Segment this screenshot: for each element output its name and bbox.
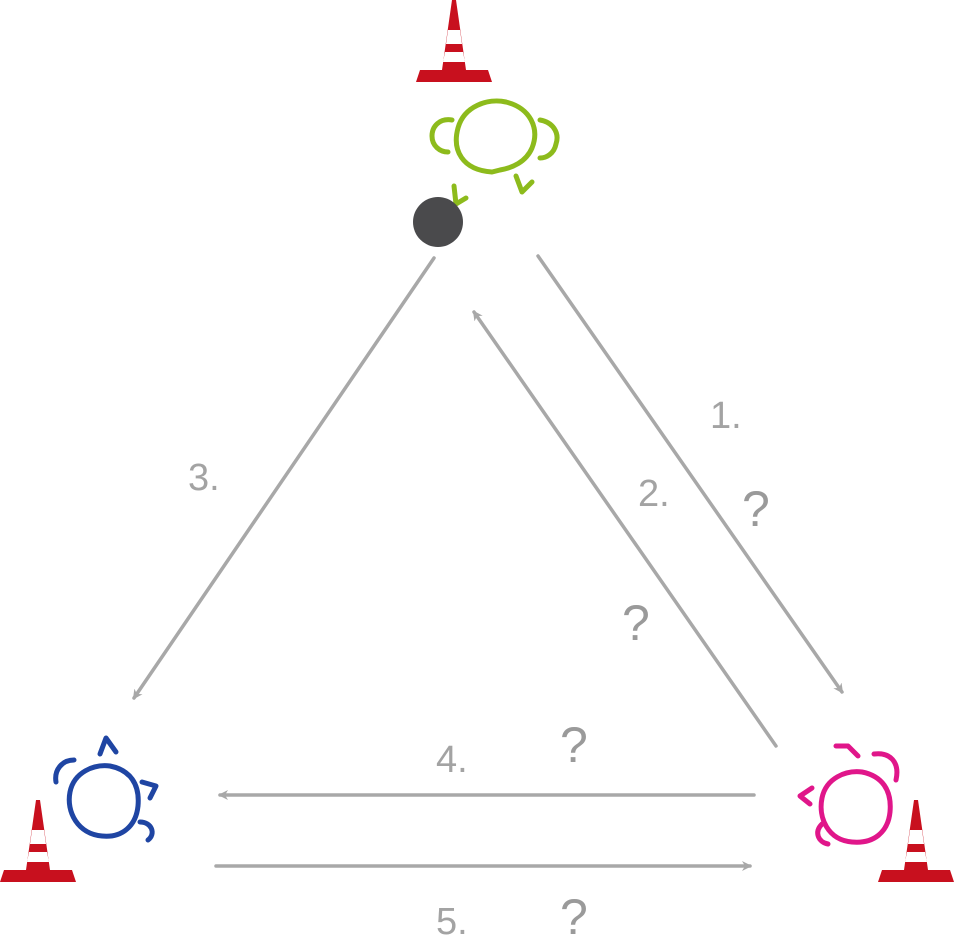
question-label-1: ? [742, 481, 770, 537]
player-top-icon [429, 98, 560, 207]
question-label-5: ? [560, 889, 588, 945]
player-right-icon [797, 743, 900, 847]
question-label-4: ? [560, 717, 588, 773]
pass-arrow-2 [472, 310, 778, 748]
step-label-3: 3. [188, 457, 220, 499]
pass-arrow-3 [132, 256, 436, 700]
cone-top-icon [416, 0, 492, 82]
step-label-5: 5. [436, 901, 468, 943]
question-label-2: ? [622, 595, 650, 651]
step-label-4: 4. [436, 739, 468, 781]
ball-icon [413, 197, 463, 247]
step-label-2: 2. [638, 473, 670, 515]
cone-right-icon [878, 800, 954, 882]
pass-arrow-1 [536, 254, 844, 694]
player-left-icon [53, 735, 159, 843]
step-label-1: 1. [710, 395, 742, 437]
cone-left-icon [0, 800, 76, 882]
